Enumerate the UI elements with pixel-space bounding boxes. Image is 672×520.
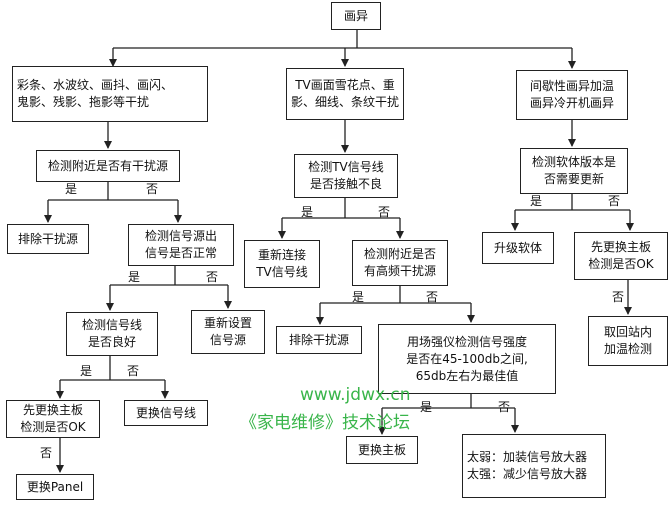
node-check-tv-signal-cable: 检测TV信号线 是否接触不良 [294,154,398,198]
node-signal-amplifier-adjust: 太弱：加装信号放大器 太强：减少信号放大器 [462,434,606,498]
node-replace-mainboard-right: 先更换主板 检测是否OK [574,232,668,280]
node-check-nearby-interference: 检测附近是否有干扰源 [36,150,180,182]
label-no: 否 [40,446,53,460]
label-no: 否 [498,400,511,414]
label-no: 否 [378,205,391,219]
label-yes: 是 [352,290,365,304]
watermark-forum: 《家电维修》技术论坛 [240,413,410,433]
label-no: 否 [146,182,159,196]
label-yes: 是 [530,194,543,208]
node-check-signal-cable: 检测信号线 是否良好 [66,312,158,356]
label-yes: 是 [65,182,78,196]
watermark-url: www.jdwx.cn [300,385,411,405]
node-remove-interference-source-mid: 排除干扰源 [276,326,362,354]
label-no: 否 [127,364,140,378]
node-replace-mainboard-left: 先更换主板 检测是否OK [6,400,100,438]
label-yes: 是 [80,364,93,378]
node-intermittent-symptoms: 间歇性画异加温 画异冷开机画异 [516,70,628,120]
label-yes: 是 [301,205,314,219]
node-check-software-version: 检测软体版本是 否需要更新 [520,148,628,194]
label-no: 否 [426,290,439,304]
label-no: 否 [612,290,625,304]
node-measure-signal-strength: 用场强仪检测信号强度 是否在45-100db之间, 65db左右为最佳值 [378,324,556,394]
node-replace-panel: 更换Panel [16,474,94,500]
node-check-signal-source: 检测信号源出 信号是否正常 [128,224,234,266]
node-check-hf-interference: 检测附近是否 有高频干扰源 [352,240,448,286]
label-no: 否 [206,270,219,284]
node-remove-interference-source: 排除干扰源 [7,224,89,254]
node-upgrade-software: 升级软体 [482,232,554,264]
node-root: 画异 [331,2,381,30]
node-interference-symptoms: 彩条、水波纹、画抖、画闪、 鬼影、残影、拖影等干扰 [12,66,208,122]
node-tv-snow-symptoms: TV画面雪花点、重 影、细线、条纹干扰 [286,68,404,120]
label-no: 否 [608,194,621,208]
node-replace-mainboard-mid: 更换主板 [346,436,418,464]
label-yes: 是 [420,400,433,414]
node-return-for-heat-test: 取回站内 加温检测 [588,316,668,366]
node-replace-signal-cable: 更换信号线 [124,400,208,426]
node-reconnect-tv-cable: 重新连接 TV信号线 [244,240,320,288]
label-yes: 是 [128,270,141,284]
node-reset-signal-source: 重新设置 信号源 [191,310,265,354]
